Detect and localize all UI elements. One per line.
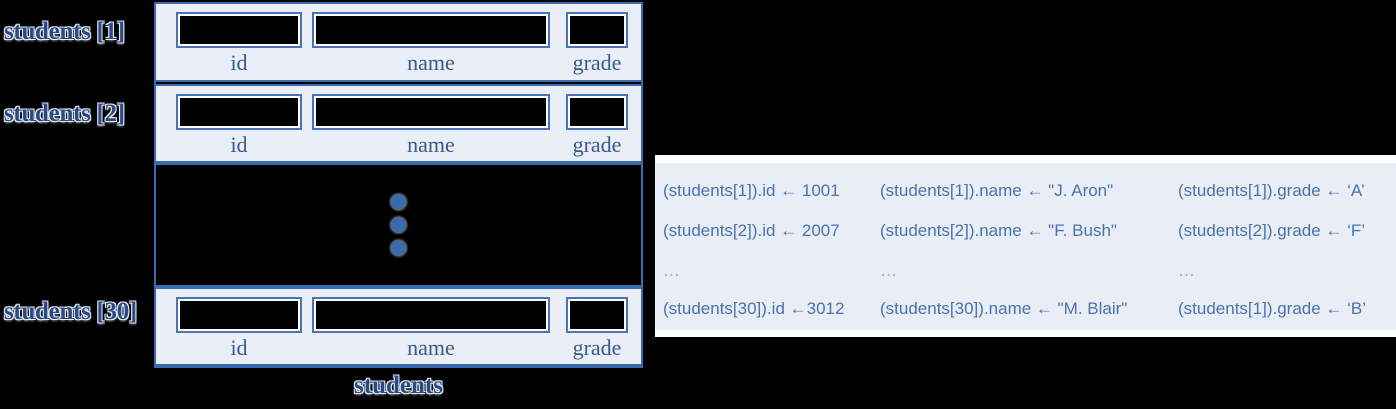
field-caption-grade: grade xyxy=(572,132,622,157)
field-id-1: id xyxy=(176,12,302,76)
field-caption-name: name xyxy=(407,335,455,360)
assignment-statement: (students[2]).name ← "F. Bush" xyxy=(880,221,1117,240)
row-label-students-2: students [2] xyxy=(4,100,125,127)
field-caption-name: name xyxy=(407,132,455,157)
array-name-label: students xyxy=(354,372,443,399)
field-caption-id: id xyxy=(230,50,248,75)
assignment-statement: (students[1]).name ← "J. Aron" xyxy=(880,181,1114,200)
assignments-panel: (students[1]).id ← 1001 (students[2]).id… xyxy=(655,155,1396,337)
students-array-frame: id name grade id xyxy=(154,2,643,368)
assignments-column-grade: (students[1]).grade ← ‘A’ (students[2]).… xyxy=(1178,163,1393,330)
field-cell-id-2 xyxy=(176,94,302,130)
field-cell-id-1 xyxy=(176,12,302,48)
vertical-ellipsis-icon xyxy=(156,194,641,256)
ellipsis-dot xyxy=(391,217,406,233)
field-caption-id: id xyxy=(230,132,248,157)
field-id-2: id xyxy=(176,94,302,158)
assignment-statement: (students[30]).name ← "M. Blair" xyxy=(880,299,1128,318)
row-label-students-30: students [30] xyxy=(4,298,137,325)
ellipsis-dot xyxy=(391,240,406,256)
row-label-students-1: students [1] xyxy=(4,18,125,45)
field-grade-2: grade xyxy=(566,94,628,158)
field-caption-grade: grade xyxy=(572,50,622,75)
assignment-ellipsis: … xyxy=(663,261,681,280)
elided-rows-region xyxy=(156,163,641,287)
field-caption-name: name xyxy=(407,50,455,75)
field-grade-30: grade xyxy=(566,297,628,361)
field-cell-grade-30 xyxy=(566,297,628,333)
field-cell-name-1 xyxy=(312,12,550,48)
field-name-1: name xyxy=(312,12,550,76)
assignment-statement: (students[1]).id ← 1001 xyxy=(663,181,840,200)
assignment-statement: (students[30]).id ←3012 xyxy=(663,299,845,318)
field-caption-id: id xyxy=(230,335,248,360)
field-cell-grade-2 xyxy=(566,94,628,130)
assignment-statement: (students[1]).grade ← ‘A’ xyxy=(1178,181,1365,200)
array-of-structs-diagram: students [1] students [2] students [30] … xyxy=(0,0,655,409)
field-name-2: name xyxy=(312,94,550,158)
field-grade-1: grade xyxy=(566,12,628,76)
struct-row-2: id name grade xyxy=(156,84,641,163)
assignments-column-id: (students[1]).id ← 1001 (students[2]).id… xyxy=(663,163,875,330)
field-cell-name-30 xyxy=(312,297,550,333)
assignment-ellipsis: … xyxy=(1178,261,1196,280)
field-cell-grade-1 xyxy=(566,12,628,48)
assignment-statement: (students[1]).grade ← ‘B’ xyxy=(1178,299,1367,318)
field-id-30: id xyxy=(176,297,302,361)
field-cell-name-2 xyxy=(312,94,550,130)
assignments-column-name: (students[1]).name ← "J. Aron" (students… xyxy=(880,163,1175,330)
assignments-panel-body: (students[1]).id ← 1001 (students[2]).id… xyxy=(655,163,1396,330)
ellipsis-dot xyxy=(391,194,406,210)
struct-row-30: id name grade xyxy=(156,287,641,366)
field-name-30: name xyxy=(312,297,550,361)
assignment-statement: (students[2]).grade ← ‘F’ xyxy=(1178,221,1366,240)
field-cell-id-30 xyxy=(176,297,302,333)
field-caption-grade: grade xyxy=(572,335,622,360)
assignment-statement: (students[2]).id ← 2007 xyxy=(663,221,840,240)
struct-row-1: id name grade xyxy=(156,4,641,82)
assignment-ellipsis: … xyxy=(880,261,898,280)
